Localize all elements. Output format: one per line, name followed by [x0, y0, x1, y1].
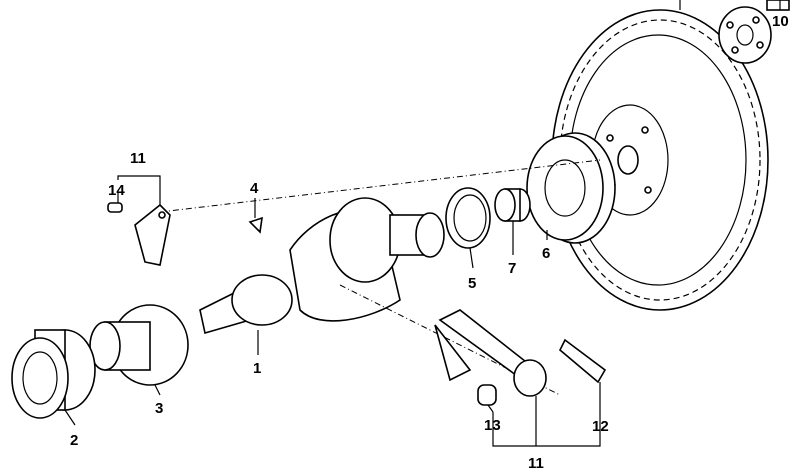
- callout-11-bearing-shell: 11: [130, 150, 146, 167]
- seal-ring: [445, 187, 491, 249]
- callout-1: 1: [253, 360, 261, 377]
- callout-6: 6: [542, 245, 550, 262]
- bolt-plate: [718, 0, 790, 64]
- bearing-shell: [134, 203, 171, 266]
- dowel-pin: [107, 202, 123, 213]
- callout-12: 12: [592, 418, 609, 435]
- bearing: [11, 329, 96, 419]
- callout-7: 7: [508, 260, 516, 277]
- callout-2: 2: [70, 432, 78, 449]
- flywheel-hub: [526, 132, 616, 244]
- callout-4: 4: [250, 180, 259, 197]
- callout-10: 10: [772, 13, 789, 30]
- sprocket: [89, 304, 189, 386]
- pilot-bearing: [494, 188, 531, 222]
- callout-14: 14: [108, 182, 125, 199]
- callout-13: 13: [484, 417, 501, 434]
- connecting-rod: [434, 309, 607, 406]
- crankshaft: [199, 197, 445, 335]
- callout-3: 3: [155, 400, 163, 417]
- callout-5: 5: [468, 275, 476, 292]
- leader-lines: [64, 175, 601, 447]
- callout-11-con-rod: 11: [528, 455, 544, 472]
- key: [248, 216, 263, 234]
